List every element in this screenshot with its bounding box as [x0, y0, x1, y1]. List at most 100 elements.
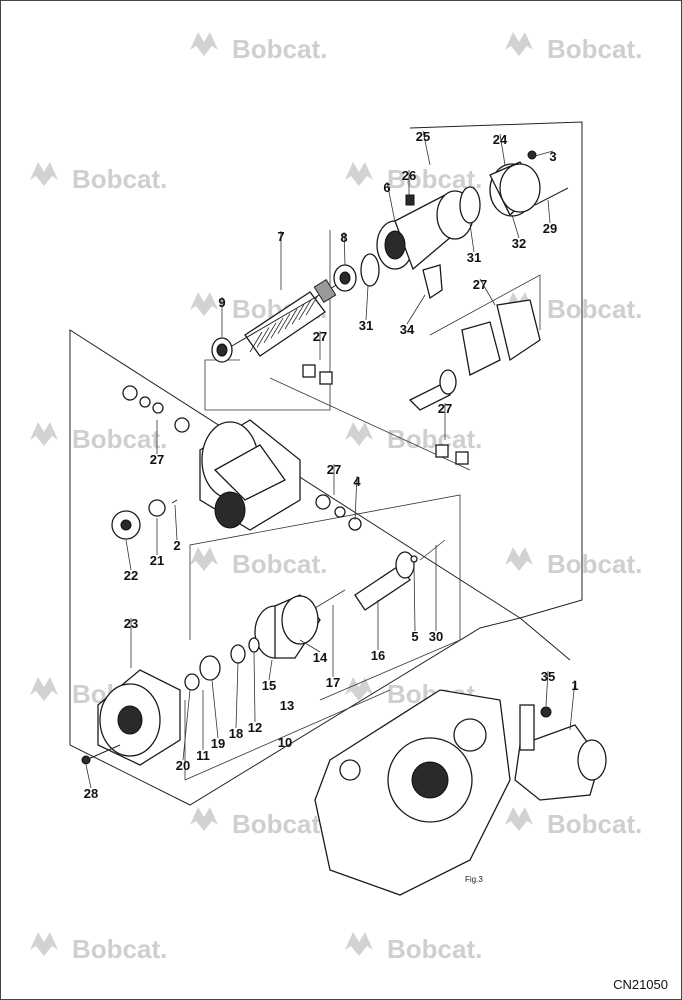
- leader-line: [569, 679, 576, 731]
- starter-assembly: [514, 704, 607, 801]
- callout-c8: 8: [340, 230, 347, 245]
- callout-c13: 13: [280, 698, 294, 713]
- callout-c6: 6: [383, 180, 390, 195]
- watermark-logo-icon: [345, 932, 373, 956]
- callout-c31b: 31: [467, 250, 481, 265]
- flywheel-housing: [314, 689, 511, 896]
- callout-c19: 19: [211, 736, 225, 751]
- callout-c7: 7: [277, 229, 284, 244]
- leader-line: [413, 564, 416, 632]
- armature: [224, 278, 346, 357]
- drawing-code: CN21050: [613, 977, 668, 992]
- pinion-19: [199, 655, 221, 681]
- leader-line: [253, 651, 256, 723]
- callout-c27d: 27: [438, 401, 452, 416]
- leader-line: [545, 670, 549, 707]
- callout-c16: 16: [371, 648, 385, 663]
- callout-c9: 9: [218, 295, 225, 310]
- callout-c4: 4: [353, 474, 361, 489]
- plug-26: [405, 194, 415, 206]
- leader-line: [268, 659, 273, 681]
- leader-line: [85, 764, 92, 789]
- figure-reference: Fig.3: [465, 875, 483, 884]
- rear-cover: [489, 161, 541, 217]
- watermark-logo-icon: [345, 162, 373, 186]
- bracket-brush-holder: [429, 274, 541, 336]
- watermark-logo-icon: [30, 932, 58, 956]
- yoke-field-frame: [376, 190, 474, 271]
- leader-line: [354, 475, 358, 521]
- callout-c29: 29: [543, 221, 557, 236]
- watermark-logo-icon: [505, 807, 533, 831]
- drive-shaft: [354, 564, 411, 611]
- callout-c5: 5: [411, 629, 418, 644]
- watermark-text: Bobcat.: [232, 34, 327, 64]
- callout-c11: 11: [196, 748, 210, 763]
- watermark-logo-icon: [30, 422, 58, 446]
- leader-line: [299, 639, 321, 653]
- watermark-logo-icon: [190, 292, 218, 316]
- leader-line: [406, 294, 426, 325]
- callout-c27e: 27: [327, 462, 341, 477]
- callout-c20: 20: [176, 758, 190, 773]
- nut-4: [315, 494, 331, 510]
- watermark-logo-icon: [190, 547, 218, 571]
- pinion-shaft: [408, 384, 452, 411]
- callout-c23: 23: [124, 616, 138, 631]
- watermark-logo-icon: [345, 422, 373, 446]
- leader-line: [422, 130, 431, 166]
- watermark-text: Bobcat.: [72, 424, 167, 454]
- watermark-logo-icon: [30, 677, 58, 701]
- bolt-35: [540, 706, 552, 718]
- overrunning-clutch: [254, 594, 321, 659]
- brush-plate: [461, 321, 501, 376]
- leader-line: [235, 661, 239, 729]
- callout-c21: 21: [150, 553, 164, 568]
- leader-line: [386, 181, 396, 223]
- callout-c17: 17: [326, 675, 340, 690]
- callout-c28: 28: [84, 786, 98, 801]
- bushing-21: [148, 499, 166, 517]
- leader-line: [174, 504, 178, 541]
- washer-31a: [360, 253, 380, 287]
- leader-line: [469, 223, 475, 253]
- leader-line: [547, 199, 551, 224]
- lever-34: [422, 264, 443, 300]
- watermark-logo-icon: [30, 162, 58, 186]
- explosion-envelope: [69, 121, 583, 806]
- callout-c27b: 27: [150, 452, 164, 467]
- leader-line: [211, 679, 219, 739]
- leader-line: [125, 539, 132, 571]
- leader-line: [511, 214, 520, 239]
- callout-c15: 15: [262, 678, 276, 693]
- through-bolt: [534, 187, 569, 206]
- watermark-text: Bobcat.: [547, 34, 642, 64]
- screw-3: [527, 150, 537, 160]
- watermark-text: Bobcat.: [387, 424, 482, 454]
- brush-set-a: [302, 364, 316, 378]
- spring-17: [314, 589, 346, 609]
- callout-c10: 10: [278, 735, 292, 750]
- callout-c3: 3: [549, 149, 556, 164]
- center-housing: [199, 419, 301, 531]
- watermark-text: Bobcat.: [72, 934, 167, 964]
- watermark-text: Bobcat.: [387, 934, 482, 964]
- callout-c25: 25: [416, 129, 430, 144]
- brush-set-b: [435, 444, 449, 458]
- watermark-text: Bobcat.: [232, 549, 327, 579]
- leader-line: [479, 278, 496, 306]
- bolt-28: [85, 744, 121, 761]
- callout-c27c: 27: [473, 277, 487, 292]
- bracket-drive: [189, 494, 461, 701]
- leader-line: [365, 285, 369, 321]
- callout-c32: 32: [512, 236, 526, 251]
- watermark-layer: Bobcat. Bobcat. Bobcat. Bobcat. Bobcat. Bobca…: [30, 32, 642, 964]
- watermark-logo-icon: [190, 32, 218, 56]
- watermark-text: Bobcat.: [547, 809, 642, 839]
- front-housing: [97, 669, 181, 766]
- callout-c24: 24: [493, 132, 508, 147]
- callout-c12: 12: [248, 720, 262, 735]
- callout-c27a: 27: [313, 329, 327, 344]
